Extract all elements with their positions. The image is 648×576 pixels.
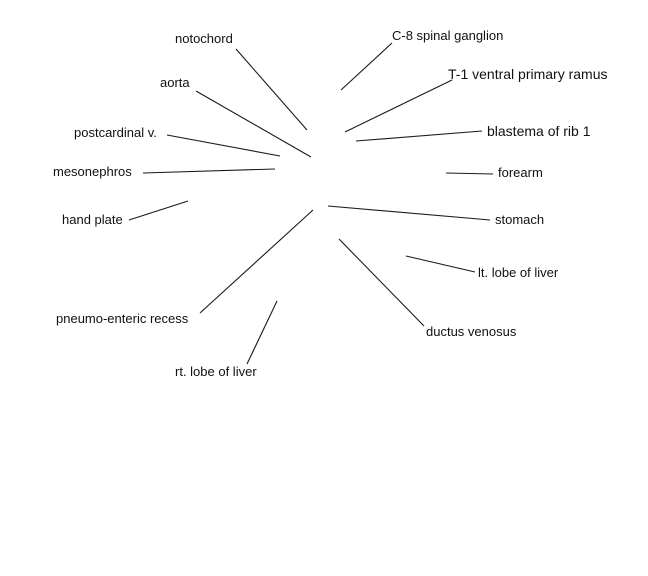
label-hand-plate: hand plate bbox=[62, 212, 123, 227]
leader-postcardinal bbox=[166, 134, 281, 157]
label-notochord: notochord bbox=[175, 31, 233, 46]
leader-c8-ganglion bbox=[340, 42, 393, 91]
label-aorta: aorta bbox=[160, 75, 190, 90]
label-ductus-venosus: ductus venosus bbox=[426, 324, 517, 339]
leader-notochord bbox=[235, 48, 308, 131]
leader-hand-plate bbox=[128, 200, 189, 221]
label-stomach: stomach bbox=[495, 212, 545, 227]
label-mesonephros: mesonephros bbox=[53, 164, 132, 179]
leader-rt-liver bbox=[246, 300, 278, 365]
label-pneumo-enteric-recess: pneumo-enteric recess bbox=[56, 311, 189, 326]
leader-mesonephros bbox=[142, 168, 276, 174]
label-t1-ventral-primary-ramus: T-1 ventral primary ramus bbox=[448, 66, 608, 82]
leader-blastema-rib bbox=[355, 130, 483, 142]
label-rt-lobe-of-liver: rt. lobe of liver bbox=[175, 364, 257, 379]
leader-lt-liver bbox=[405, 255, 476, 273]
label-c8-spinal-ganglion: C-8 spinal ganglion bbox=[392, 28, 504, 43]
leader-t1-ramus bbox=[344, 79, 453, 133]
label-blastema-of-rib-1: blastema of rib 1 bbox=[487, 123, 591, 139]
label-forearm: forearm bbox=[498, 165, 543, 180]
leader-aorta bbox=[195, 90, 312, 158]
leader-stomach bbox=[327, 205, 491, 221]
label-lt-lobe-of-liver: lt. lobe of liver bbox=[478, 265, 559, 280]
label-postcardinal-vein: postcardinal v. bbox=[74, 125, 157, 140]
leader-ductus-venosus bbox=[338, 238, 425, 327]
leader-forearm bbox=[445, 172, 494, 175]
leader-pneumo-enteric bbox=[199, 209, 314, 314]
